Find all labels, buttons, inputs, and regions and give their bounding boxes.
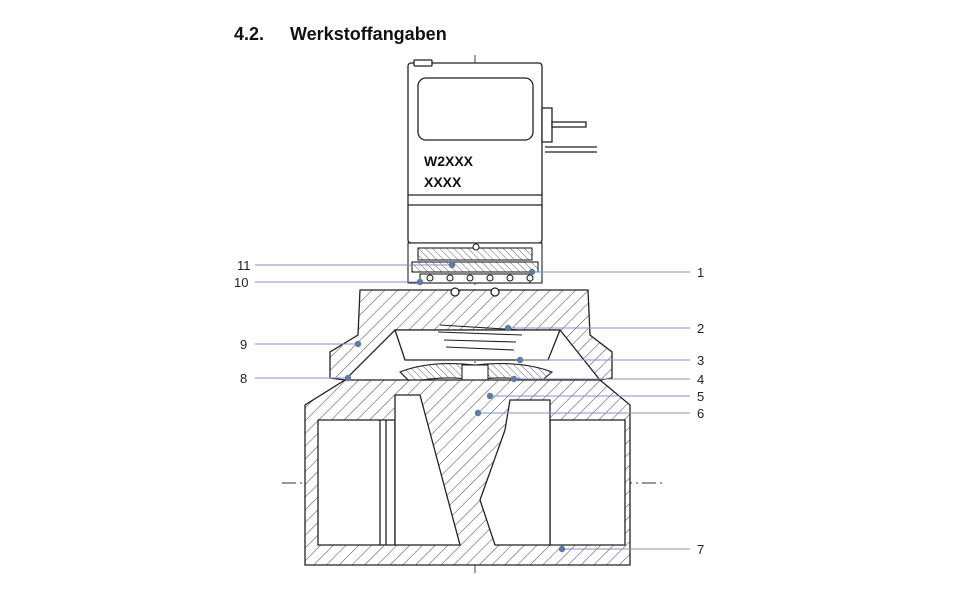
- solenoid-coil: [407, 59, 597, 244]
- callout-1: 1: [697, 265, 704, 280]
- callout-8: 8: [240, 371, 247, 386]
- callout-3: 3: [697, 353, 704, 368]
- section-title: Werkstoffangaben: [290, 24, 447, 44]
- section-heading: 4.2. Werkstoffangaben: [234, 24, 447, 45]
- armature-assembly: [407, 242, 543, 284]
- valve-body: [304, 379, 631, 566]
- nameplate-line-1: W2XXX: [424, 153, 474, 169]
- leader-lines: [255, 264, 690, 550]
- callout-7: 7: [697, 542, 704, 557]
- section-number: 4.2.: [234, 24, 265, 44]
- callout-4: 4: [697, 372, 704, 387]
- callout-6: 6: [697, 406, 704, 421]
- callout-11: 11: [237, 258, 251, 273]
- valve-bonnet: [329, 287, 613, 381]
- nameplate-line-2: XXXX: [424, 174, 462, 190]
- callout-9: 9: [240, 337, 247, 352]
- callout-2: 2: [697, 321, 704, 336]
- callout-5: 5: [697, 389, 704, 404]
- callout-10: 10: [234, 275, 248, 290]
- leader-dots: [344, 261, 566, 553]
